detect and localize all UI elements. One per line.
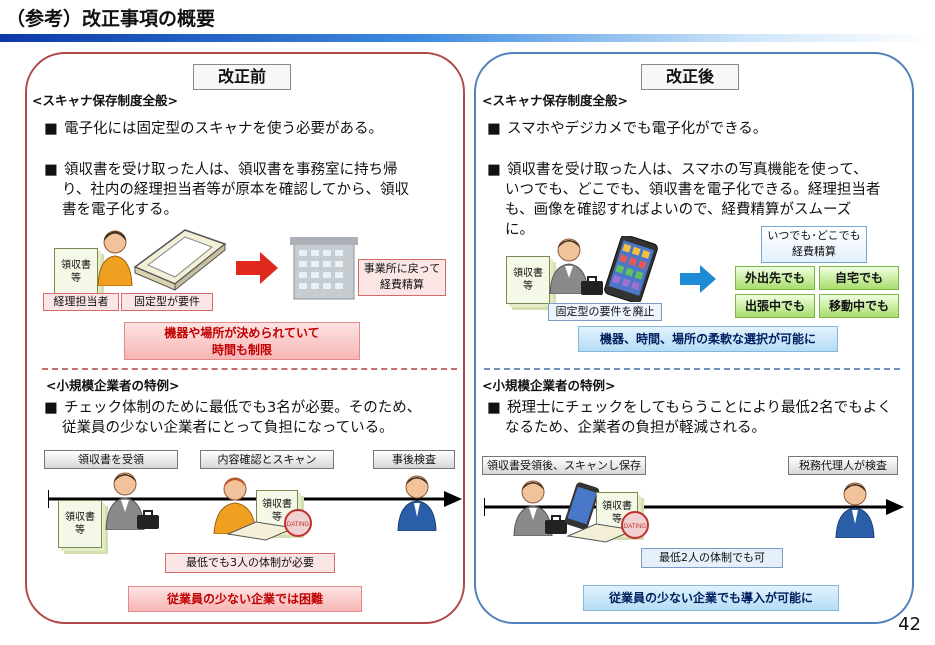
inspector-person-icon (397, 475, 437, 531)
after-bullet-2-line2: いつでも、どこでも、領収書を電子化できる。経理担当者 (505, 182, 881, 198)
office-building-icon (290, 237, 358, 300)
red-arrow-icon (236, 252, 278, 284)
after-timeline-smartphone-icon (564, 482, 600, 530)
after-receiver-person-icon (513, 480, 553, 536)
page-number: 42 (898, 614, 921, 635)
after-divider (484, 368, 900, 370)
after-small-line1: 税理士にチェックをしてもらうことにより最低2名でもよく (507, 400, 892, 416)
after-small-line2: なるため、企業者の負担が軽減される。 (505, 420, 766, 436)
before-bullet-2-line1: 領収書を受け取った人は、領収書を事務室に持ち帰 (64, 162, 398, 178)
btn-home: 自宅でも (819, 266, 899, 290)
abolish-fixed-tag: 固定型の要件を廃止 (548, 303, 662, 321)
after-briefcase-icon (581, 276, 603, 295)
before-small-line1: チェック体制のために最低でも3名が必要。そのため、 (64, 400, 422, 416)
after-possible-box: 従業員の少ない企業でも導入が可能に (583, 585, 839, 611)
briefcase-icon (137, 510, 159, 529)
after-dating-stamp-icon: DATING (621, 511, 649, 539)
before-constraint-box: 機器や場所が決められていて 時間も制限 (124, 322, 360, 360)
page-title: （参考）改正事項の概要 (6, 8, 216, 30)
accountant-tag: 経理担当者 (43, 293, 119, 311)
before-bullet-1: ■電子化には固定型のスキャナを使う必要がある。 (44, 121, 383, 137)
btn-away: 外出先でも (735, 266, 815, 290)
before-small-line2: 従業員の少ない企業者にとって負担になっている。 (62, 420, 394, 436)
after-step-receive-scan: 領収書受領後、スキャンし保存 (482, 456, 646, 475)
min-three-label: 最低でも3人の体制が必要 (165, 553, 335, 573)
fixed-scanner-icon (133, 229, 227, 292)
before-bullet-1-text: 電子化には固定型のスキャナを使う必要がある。 (64, 121, 383, 137)
tax-agent-person-icon (835, 482, 875, 538)
btn-in-transit: 移動中でも (819, 294, 899, 318)
before-bullet-2-line3: 書を電子化する。 (62, 202, 178, 218)
after-label: 改正後 (641, 64, 739, 90)
before-label: 改正前 (193, 64, 291, 90)
after-scanner-section: <スキャナ保存制度全般> (482, 93, 628, 108)
after-timeline-arrow (484, 498, 904, 516)
dating-stamp-text: DATING (287, 522, 310, 528)
accountant-person-icon (97, 230, 133, 286)
min-two-label: 最低2人の体制でも可 (641, 548, 783, 568)
after-small-bullet: ■税理士にチェックをしてもらうことにより最低2名でもよく なるため、企業者の負担… (487, 398, 907, 438)
after-bullet-2-line1: 領収書を受け取った人は、スマホの写真機能を使って、 (507, 162, 868, 178)
office-return-label: 事業所に戻って 経費精算 (358, 259, 446, 296)
after-flexible-box: 機器、時間、場所の柔軟な選択が可能に (578, 326, 838, 352)
after-dating-stamp-text: DATING (624, 524, 647, 530)
after-small-section: <小規模企業者の特例> (482, 378, 616, 393)
anytime-anywhere-label: いつでも･どこでも 経費精算 (761, 226, 867, 263)
before-scanner-section: <スキャナ保存制度全般> (32, 93, 178, 108)
after-step-tax-agent: 税務代理人が検査 (788, 456, 898, 475)
btn-business-trip: 出張中でも (735, 294, 815, 318)
before-difficult-box: 従業員の少ない企業では困難 (128, 586, 362, 612)
before-constraint-line1: 機器や場所が決められていて (164, 326, 320, 340)
before-timeline-arrow (48, 490, 462, 508)
dating-stamp-icon: DATING (284, 509, 312, 537)
after-receipt-doc-icon: 領収書 等 (506, 256, 550, 304)
before-panel (25, 52, 465, 624)
before-divider (42, 368, 457, 370)
after-bullet-1-text: スマホやデジカメでも電子化ができる。 (507, 121, 768, 137)
after-panel (474, 52, 914, 624)
receipt-doc-icon: 領収書 等 (54, 248, 98, 296)
after-bullet-2-line3: も、画像を確認すればよいので、経費精算がスムーズ (505, 202, 852, 218)
before-bullet-2-line2: り、社内の経理担当者等が原本を確認してから、領収 (62, 182, 409, 198)
blue-arrow-icon (680, 265, 716, 293)
before-constraint-line2: 時間も制限 (211, 343, 272, 357)
after-bullet-2-line4: に。 (505, 222, 534, 238)
before-timeline-doc-icon: 領収書 等 (58, 500, 102, 548)
before-small-section: <小規模企業者の特例> (46, 378, 180, 393)
before-step-receive: 領収書を受領 (44, 450, 178, 469)
after-bullet-1: ■スマホやデジカメでも電子化ができる。 (487, 121, 768, 137)
smartphone-icon (604, 236, 658, 302)
after-timeline-briefcase-icon (545, 515, 567, 534)
before-step-inspect: 事後検査 (373, 450, 455, 469)
after-bullet-2: ■領収書を受け取った人は、スマホの写真機能を使って、 いつでも、どこでも、領収書… (487, 160, 905, 240)
before-step-check-scan: 内容確認とスキャン (200, 450, 334, 469)
title-bar (0, 34, 935, 42)
before-small-bullet: ■チェック体制のために最低でも3名が必要。そのため、 従業員の少ない企業者にとっ… (44, 398, 459, 438)
fixed-type-tag: 固定型が要件 (121, 293, 213, 311)
before-bullet-2: ■領収書を受け取った人は、領収書を事務室に持ち帰 り、社内の経理担当者等が原本を… (44, 160, 459, 220)
